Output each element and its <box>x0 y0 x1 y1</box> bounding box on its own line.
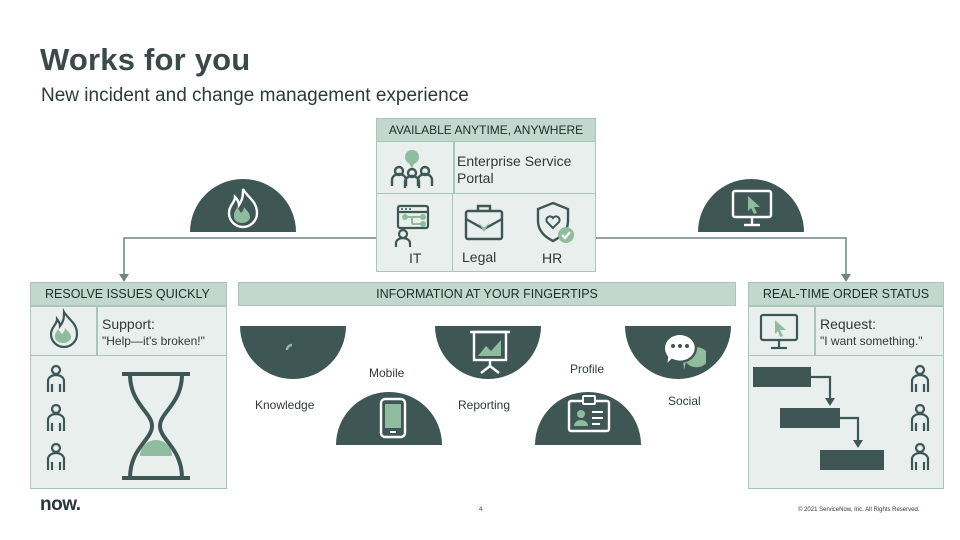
request-divider <box>814 306 816 356</box>
arrow-right-down <box>841 274 851 282</box>
presentation-chart-icon <box>470 330 510 374</box>
monitor-cursor-icon <box>731 189 773 227</box>
flame-icon-small <box>49 308 79 349</box>
people-chat-icon <box>390 150 434 188</box>
shield-heart-icon <box>536 201 574 243</box>
flowchart-icon <box>753 367 884 470</box>
lightbulb-icon <box>277 332 307 373</box>
portal-divider <box>453 142 455 194</box>
page-subtitle: New incident and change management exper… <box>41 85 469 106</box>
logo-text: now. <box>40 494 81 515</box>
request-title: Request: <box>820 316 877 332</box>
org-chart-icon <box>394 204 430 247</box>
person-icon <box>910 403 930 431</box>
person-icon <box>46 403 66 431</box>
briefcase-icon <box>464 204 504 241</box>
order-status-header: REAL-TIME ORDER STATUS <box>748 282 944 306</box>
request-quote: "I want something." <box>820 334 923 348</box>
service-portal-panel <box>376 118 596 272</box>
people-column-left <box>46 364 66 470</box>
phone-icon <box>379 397 407 439</box>
person-icon <box>910 442 930 470</box>
portal-row <box>376 142 596 194</box>
resolve-issues-header: RESOLVE ISSUES QUICKLY <box>30 282 227 306</box>
arrow-left-down <box>119 274 129 282</box>
connector-lines <box>123 237 847 276</box>
page-title: Works for you <box>40 42 251 77</box>
portal-label: Enterprise Service Portal <box>457 153 572 186</box>
copyright-notice: © 2021 ServiceNow, Inc. All Rights Reser… <box>798 507 920 513</box>
support-divider <box>96 306 98 356</box>
hourglass-icon <box>122 372 190 480</box>
it-cell <box>376 194 453 272</box>
availability-banner: AVAILABLE ANYTIME, ANYWHERE <box>376 118 596 142</box>
people-column-right <box>910 364 930 470</box>
service-legal-label: Legal <box>462 249 497 265</box>
support-quote: "Help—it's broken!" <box>102 334 205 348</box>
mobile-label: Mobile <box>369 366 405 380</box>
person-icon <box>46 442 66 470</box>
flame-icon <box>227 188 259 229</box>
id-badge-icon <box>567 395 611 433</box>
person-icon <box>46 364 66 392</box>
service-it-label: IT <box>409 250 422 266</box>
person-icon <box>910 364 930 392</box>
support-title: Support: <box>102 316 155 332</box>
knowledge-semicircle <box>240 326 346 379</box>
monitor-cursor-icon-small <box>759 313 799 350</box>
service-hr-label: HR <box>542 250 563 266</box>
reporting-label: Reporting <box>458 398 511 412</box>
social-label: Social <box>668 394 701 408</box>
request-row <box>748 306 944 356</box>
knowledge-label: Knowledge <box>255 398 315 412</box>
company-logo: now. <box>40 494 81 516</box>
profile-label: Profile <box>570 362 605 376</box>
page-number: 4 <box>479 507 483 513</box>
profile-semicircle <box>535 392 641 445</box>
information-header: INFORMATION AT YOUR FINGERTIPS <box>238 282 736 306</box>
support-row <box>30 306 227 356</box>
flame-semicircle <box>190 179 296 232</box>
chat-bubbles-icon <box>662 332 706 370</box>
